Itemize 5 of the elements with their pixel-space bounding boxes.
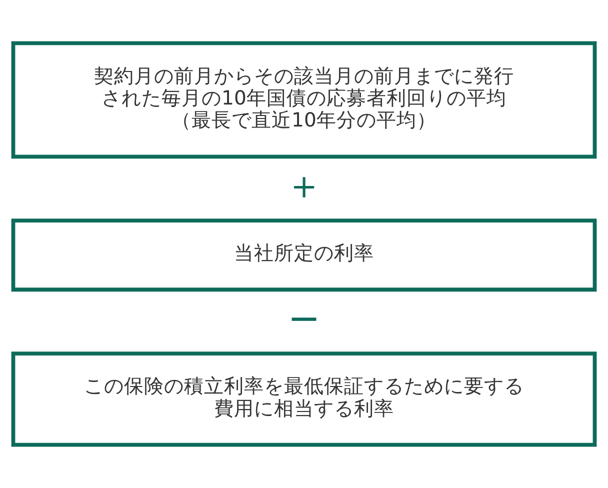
node-box: 当社所定の利率 — [11, 218, 597, 292]
node-box: この保険の積立利率を最低保証するために要する費用に相当する利率 — [11, 352, 597, 447]
node-box: 契約月の前月からその該当月の前月までに発行された毎月の10年国債の応募者利回りの平均 （最長で直近10年分の平均） — [11, 41, 597, 159]
label: ＋ — [284, 163, 324, 208]
label: − — [288, 296, 320, 342]
